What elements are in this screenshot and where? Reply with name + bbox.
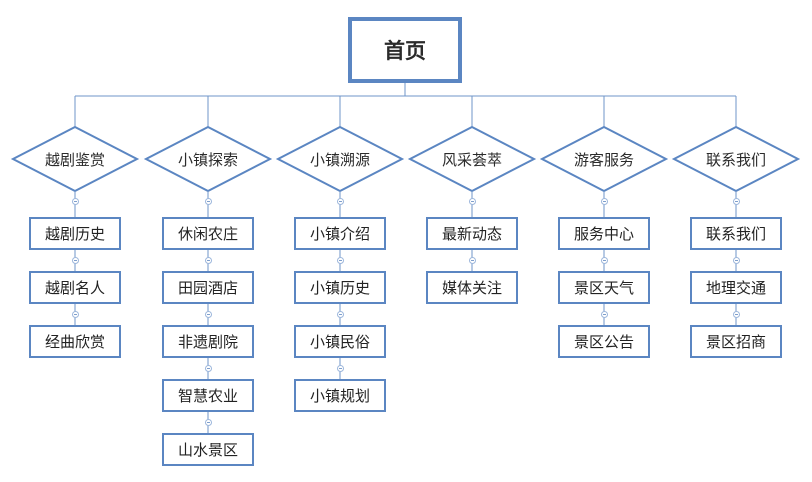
collapse-toggle-icon[interactable] — [468, 198, 476, 205]
page-node[interactable]: 小镇规划 — [294, 379, 386, 412]
collapse-toggle-icon[interactable] — [468, 257, 476, 264]
page-node[interactable]: 景区公告 — [558, 325, 650, 358]
page-node[interactable]: 越剧名人 — [29, 271, 121, 304]
page-node[interactable]: 联系我们 — [690, 217, 782, 250]
category-node[interactable]: 小镇探索 — [177, 150, 238, 169]
collapse-toggle-icon[interactable] — [336, 257, 344, 264]
page-node[interactable]: 小镇民俗 — [294, 325, 386, 358]
collapse-toggle-icon[interactable] — [732, 198, 740, 205]
root-node-home: 首页 — [348, 17, 462, 83]
page-node[interactable]: 休闲农庄 — [162, 217, 254, 250]
collapse-toggle-icon[interactable] — [600, 257, 608, 264]
page-node[interactable]: 田园酒店 — [162, 271, 254, 304]
page-node[interactable]: 越剧历史 — [29, 217, 121, 250]
collapse-toggle-icon[interactable] — [600, 311, 608, 318]
collapse-toggle-icon[interactable] — [71, 198, 79, 205]
page-node[interactable]: 景区天气 — [558, 271, 650, 304]
page-node[interactable]: 最新动态 — [426, 217, 518, 250]
collapse-toggle-icon[interactable] — [204, 311, 212, 318]
category-node[interactable]: 风采荟萃 — [441, 150, 502, 169]
collapse-toggle-icon[interactable] — [336, 365, 344, 372]
collapse-toggle-icon[interactable] — [732, 311, 740, 318]
collapse-toggle-icon[interactable] — [204, 257, 212, 264]
collapse-toggle-icon[interactable] — [732, 257, 740, 264]
page-node[interactable]: 服务中心 — [558, 217, 650, 250]
page-node[interactable]: 非遗剧院 — [162, 325, 254, 358]
category-node[interactable]: 游客服务 — [573, 150, 634, 169]
category-node[interactable]: 小镇溯源 — [309, 150, 370, 169]
page-node[interactable]: 小镇介绍 — [294, 217, 386, 250]
collapse-toggle-icon[interactable] — [600, 198, 608, 205]
page-node[interactable]: 媒体关注 — [426, 271, 518, 304]
page-node[interactable]: 景区招商 — [690, 325, 782, 358]
page-node[interactable]: 地理交通 — [690, 271, 782, 304]
page-node[interactable]: 智慧农业 — [162, 379, 254, 412]
collapse-toggle-icon[interactable] — [204, 365, 212, 372]
collapse-toggle-icon[interactable] — [204, 419, 212, 426]
collapse-toggle-icon[interactable] — [204, 198, 212, 205]
category-node[interactable]: 越剧鉴赏 — [44, 150, 105, 169]
page-node[interactable]: 经曲欣赏 — [29, 325, 121, 358]
category-node[interactable]: 联系我们 — [705, 150, 766, 169]
collapse-toggle-icon[interactable] — [336, 311, 344, 318]
collapse-toggle-icon[interactable] — [71, 311, 79, 318]
collapse-toggle-icon[interactable] — [336, 198, 344, 205]
collapse-toggle-icon[interactable] — [71, 257, 79, 264]
page-node[interactable]: 山水景区 — [162, 433, 254, 466]
page-node[interactable]: 小镇历史 — [294, 271, 386, 304]
